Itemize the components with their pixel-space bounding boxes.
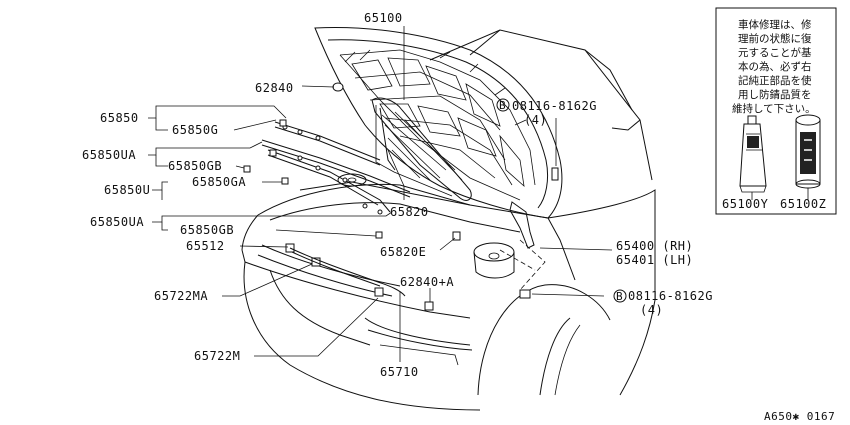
tube-part-label: 65100Y	[722, 197, 769, 211]
callout-stay-clip: 65512	[186, 239, 225, 253]
note-line-5: 記純正部品を使	[738, 74, 812, 87]
callout-labels: 65100 62840 B 08116-8162G (4) 65850 6585…	[82, 11, 713, 379]
bolt-marker-bottom	[613, 289, 627, 303]
bolt-marker-top-letter: B	[499, 99, 506, 112]
can-part-label: 65100Z	[780, 197, 826, 211]
callout-bolt-top-qty: (4)	[524, 113, 547, 127]
bolt-marker-top	[496, 98, 510, 112]
callout-seal-gb-bottom: 65850GB	[180, 223, 234, 237]
note-line-3: 元することが基	[738, 46, 812, 59]
diagram-id: A650✱ 0167	[764, 410, 835, 423]
note-line-6: 用し防錆品質を	[738, 88, 812, 101]
callout-seal-ua-top: 65850UA	[82, 148, 136, 162]
hood-hinge	[499, 201, 546, 291]
note-line-7: 維持して下さい。	[732, 102, 816, 115]
callout-bolt-bottom-qty: (4)	[640, 303, 663, 317]
note-line-1: 車体修理は、修	[738, 18, 812, 31]
bolt-marker-bottom-letter: B	[616, 290, 623, 303]
callout-hood: 65100	[364, 11, 403, 25]
leader-lines	[148, 26, 613, 362]
callout-bolt-top: 08116-8162G	[512, 99, 597, 113]
callout-seal-front: 65850	[100, 111, 139, 125]
callout-rod-m: 65722M	[194, 349, 240, 363]
spray-can-illustration	[795, 114, 821, 200]
car-body	[241, 29, 656, 411]
hood-seals	[261, 121, 411, 215]
hood-stay-rod	[289, 247, 406, 297]
callout-bumper-rubber: 62840	[255, 81, 294, 95]
callout-rod-ma: 65722MA	[154, 289, 208, 303]
callout-seal-ga: 65850GA	[192, 175, 246, 189]
callout-bolt-bottom: 08116-8162G	[628, 289, 713, 303]
callout-seal-front-g: 65850G	[172, 123, 218, 137]
callout-support-rod: 65710	[380, 365, 419, 379]
note-line-4: 本の為、必ず右	[738, 60, 812, 73]
callout-insulator: 65820	[390, 205, 429, 219]
sealant-tube-illustration	[739, 115, 767, 200]
callout-seal-gb-top: 65850GB	[168, 159, 222, 173]
hood-panel	[314, 27, 563, 219]
callout-seal-ua-bottom: 65850UA	[90, 215, 144, 229]
note-box: 車体修理は、修 理前の状態に復 元することが基 本の為、必ず右 記純正部品を使 …	[715, 7, 837, 215]
callout-seal-u: 65850U	[104, 183, 150, 197]
callout-insulator-clip: 65820E	[380, 245, 426, 259]
callout-hinge-lh: 65401 (LH)	[616, 253, 693, 267]
note-line-2: 理前の状態に復	[738, 32, 812, 45]
hood-insulator	[371, 97, 472, 201]
callout-bumper-rubber-a: 62840+A	[400, 275, 454, 289]
callout-hinge-rh: 65400 (RH)	[616, 239, 693, 253]
